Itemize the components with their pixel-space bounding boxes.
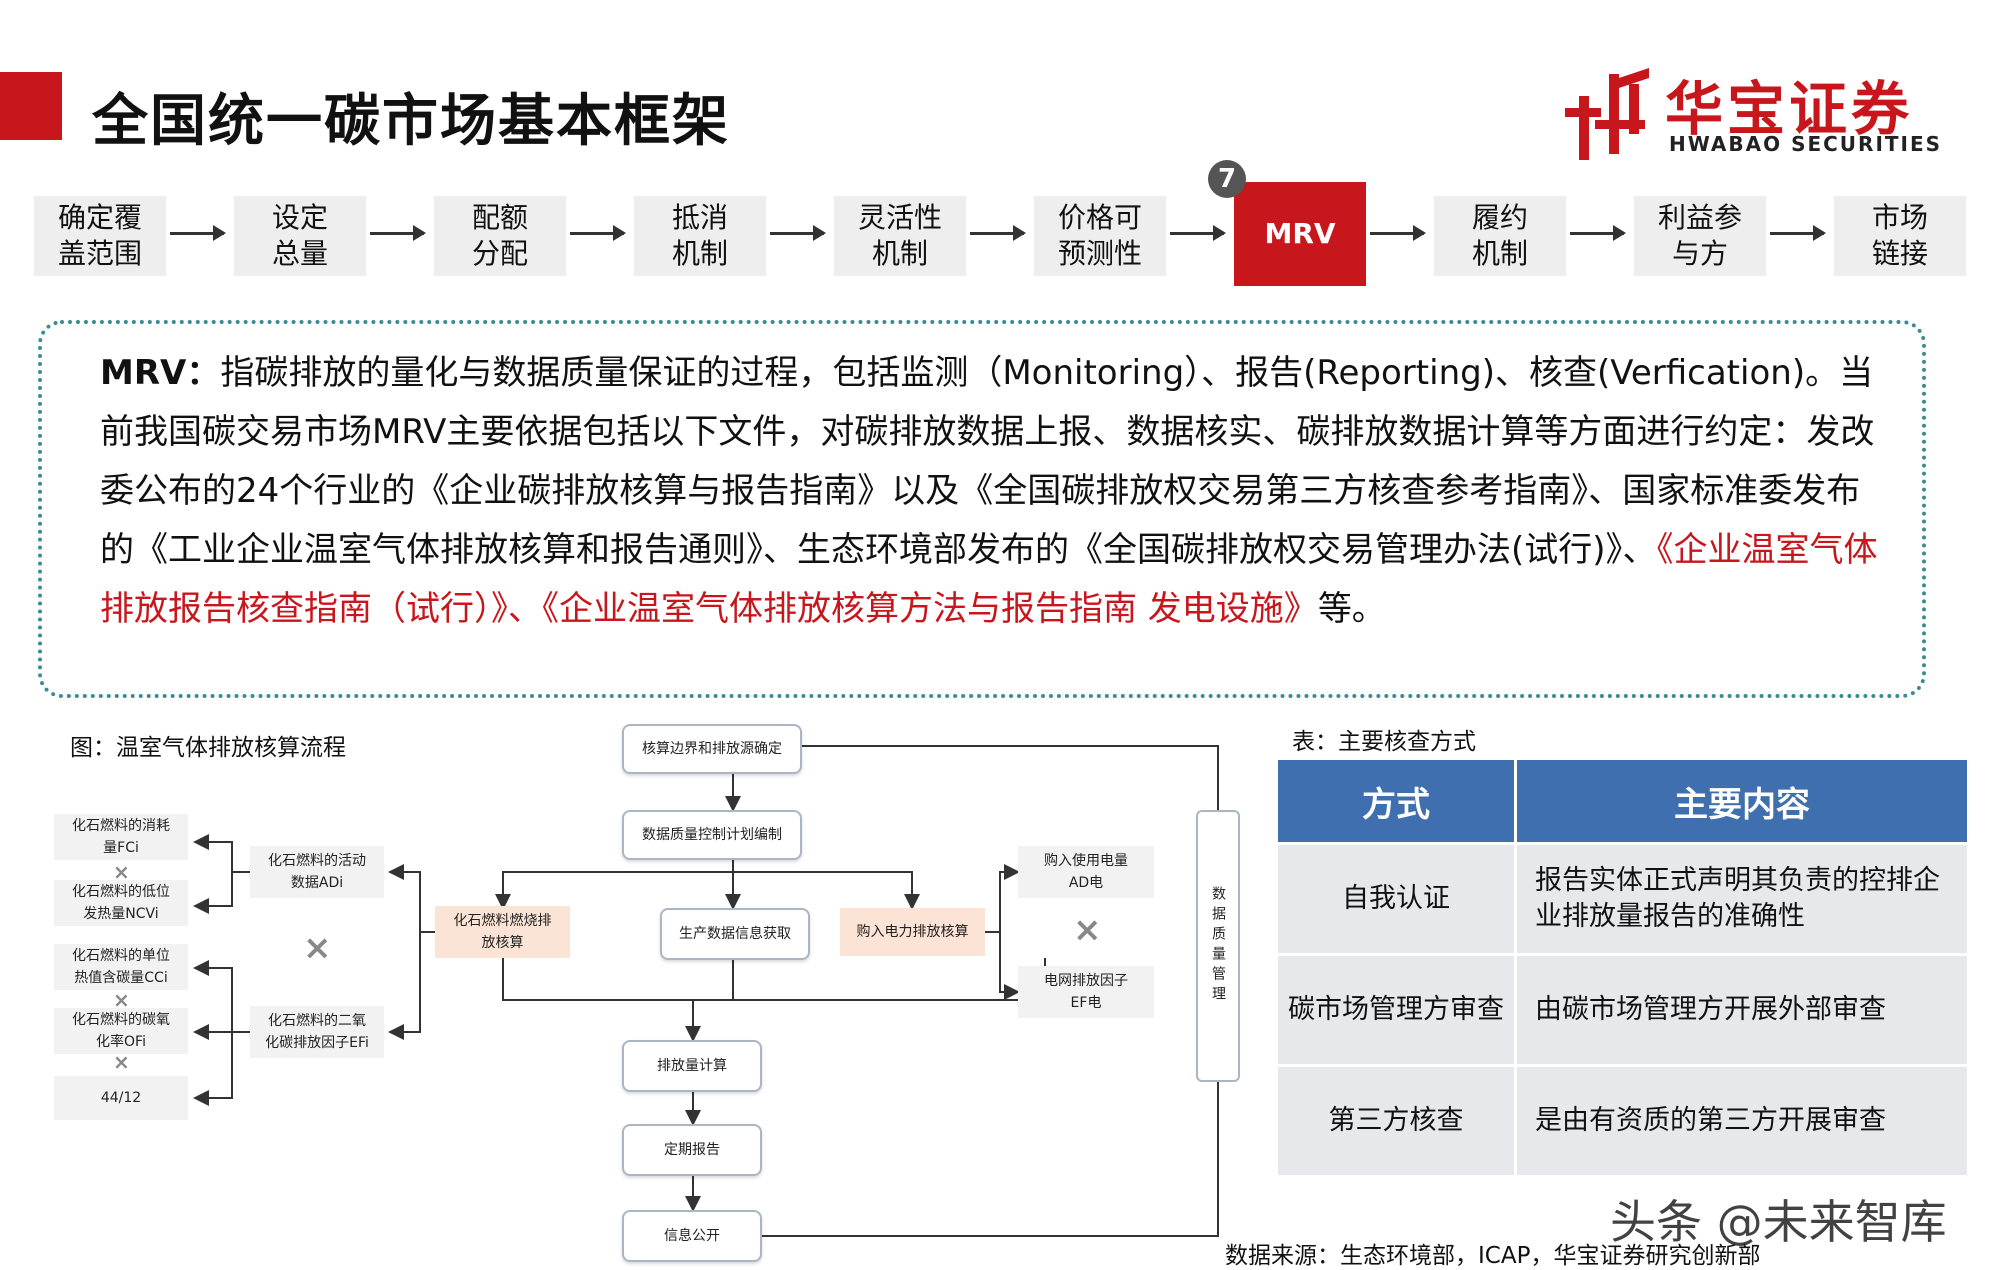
multiply-sign: × <box>113 860 130 884</box>
flow-step: 设定 总量 <box>234 196 366 276</box>
table-cell-content: 由碳市场管理方开展外部审查 <box>1517 956 1970 1067</box>
node-purchased-power: 购入使用电量 AD电 <box>1018 846 1154 898</box>
description-highlight: 《企业温室气体排放报告核查指南（试行）》、《企业温室气体排放核算方法与报告指南 … <box>100 530 1878 629</box>
flow-arrow-icon <box>170 225 226 241</box>
node-oxidation-rate: 化石燃料的碳氧 化率OFi <box>54 1008 188 1054</box>
flow-arrow-icon <box>770 225 826 241</box>
verification-methods-table: 方式 主要内容 自我认证 报告实体正式声明其负责的控排企业排放量报告的准确性 碳… <box>1278 760 1970 1178</box>
table-caption: 表：主要核查方式 <box>1292 729 1476 755</box>
table-cell-content: 是由有资质的第三方开展审查 <box>1517 1067 1970 1178</box>
table-header-content: 主要内容 <box>1517 760 1970 845</box>
flow-arrow-icon <box>570 225 626 241</box>
multiply-sign: × <box>113 1050 130 1074</box>
flow-arrow-icon <box>1370 225 1426 241</box>
node-activity-data: 化石燃料的活动 数据ADi <box>250 846 384 898</box>
node-fossil-fuel-calc: 化石燃料燃烧排 放核算 <box>435 906 570 958</box>
company-logo: 华宝证券 HWABAO SECURITIES <box>1565 62 1945 162</box>
description-lead: MRV： <box>100 353 221 393</box>
table-cell-content: 报告实体正式声明其负责的控排企业排放量报告的准确性 <box>1517 845 1970 956</box>
page-title: 全国统一碳市场基本框架 <box>92 89 730 154</box>
node-power-calc: 购入电力排放核算 <box>840 908 985 956</box>
table-cell-method: 第三方核查 <box>1278 1067 1517 1178</box>
flow-step: 履约 机制 <box>1434 196 1566 276</box>
flow-step: 抵消 机制 <box>634 196 766 276</box>
description-box <box>38 320 1926 698</box>
flow-step: 利益参 与方 <box>1634 196 1766 276</box>
table-cell-method: 碳市场管理方审查 <box>1278 956 1517 1067</box>
description-body: 指碳排放的量化与数据质量保证的过程，包括监测（Monitoring）、报告(Re… <box>100 353 1875 570</box>
flow-arrow-icon <box>1770 225 1826 241</box>
table-row: 碳市场管理方审查 由碳市场管理方开展外部审查 <box>1278 956 1970 1067</box>
source-note: 数据来源：生态环境部，ICAP，华宝证券研究创新部 <box>1225 1243 1761 1269</box>
flow-arrow-icon <box>370 225 426 241</box>
flow-step: 灵活性 机制 <box>834 196 966 276</box>
node-carbon-content: 化石燃料的单位 热值含碳量CCi <box>54 944 188 990</box>
description-text: MRV：指碳排放的量化与数据质量保证的过程，包括监测（Monitoring）、报… <box>100 344 1890 639</box>
node-data-quality-management: 数据质量管理 <box>1196 810 1240 1082</box>
table-header-row: 方式 主要内容 <box>1278 760 1970 845</box>
step-number-badge: 7 <box>1208 160 1246 198</box>
node-grid-emission-factor: 电网排放因子 EF电 <box>1018 966 1154 1018</box>
node-disclosure: 信息公开 <box>622 1210 762 1262</box>
flow-step: 确定覆 盖范围 <box>34 196 166 276</box>
table-header-method: 方式 <box>1278 760 1517 845</box>
node-fuel-consumption: 化石燃料的消耗 量FCi <box>54 814 188 860</box>
multiply-sign: × <box>303 928 332 968</box>
multiply-sign: × <box>113 988 130 1012</box>
table-row: 自我认证 报告实体正式声明其负责的控排企业排放量报告的准确性 <box>1278 845 1970 956</box>
node-periodic-report: 定期报告 <box>622 1124 762 1176</box>
figure-caption: 图：温室气体排放核算流程 <box>70 735 346 761</box>
flow-arrow-icon <box>1170 225 1226 241</box>
flow-step: 配额 分配 <box>434 196 566 276</box>
table-cell-method: 自我认证 <box>1278 845 1517 956</box>
flow-step: MRV <box>1234 182 1366 286</box>
logo-mark-icon <box>1565 68 1649 160</box>
node-production-data: 生产数据信息获取 <box>660 908 810 960</box>
node-net-calorific-value: 化石燃料的低位 发热量NCVi <box>54 880 188 926</box>
multiply-sign: × <box>1073 910 1102 950</box>
logo-text-en: HWABAO SECURITIES <box>1669 132 1943 156</box>
flow-arrow-icon <box>970 225 1026 241</box>
title-accent-bar <box>0 72 62 140</box>
logo-text-cn: 华宝证券 <box>1665 75 1914 143</box>
node-accounting-boundary: 核算边界和排放源确定 <box>622 724 802 774</box>
node-conversion-ratio: 44/12 <box>54 1076 188 1120</box>
flow-step: 市场 链接 <box>1834 196 1966 276</box>
table-row: 第三方核查 是由有资质的第三方开展审查 <box>1278 1067 1970 1178</box>
node-quality-control-plan: 数据质量控制计划编制 <box>622 810 802 860</box>
description-tail: 等。 <box>1317 589 1386 629</box>
watermark-text: 头条 @未来智库 <box>1610 1195 1947 1249</box>
node-emission-factor: 化石燃料的二氧 化碳排放因子EFi <box>250 1006 384 1058</box>
flow-step: 价格可 预测性 <box>1034 196 1166 276</box>
flow-arrow-icon <box>1570 225 1626 241</box>
node-emission-calculation: 排放量计算 <box>622 1040 762 1092</box>
